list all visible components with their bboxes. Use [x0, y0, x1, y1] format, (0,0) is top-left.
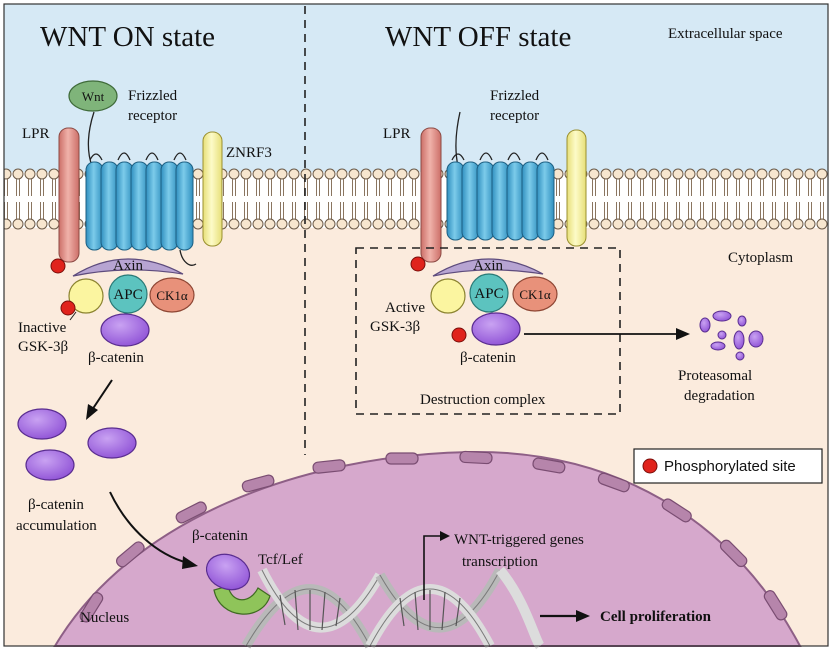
wnt-label: Wnt: [82, 89, 105, 104]
on-axin-label: Axin: [113, 258, 144, 274]
off-frizzled-loops: [451, 152, 549, 161]
legend: Phosphorylated site: [633, 448, 823, 484]
znrf3-label: ZNRF3: [226, 145, 272, 161]
proliferation-arrowhead: [576, 610, 590, 622]
on-axin: [72, 258, 184, 277]
accumulated-beta-catenin-2: [87, 427, 137, 459]
off-gsk3b: [430, 278, 466, 314]
off-lpr-label: LPR: [383, 126, 411, 142]
on-apc-label: APC: [113, 287, 142, 303]
off-znrf3: [566, 129, 587, 247]
nuclear-entry-arrow: [109, 491, 189, 564]
on-phospho-site-lpr: [50, 258, 66, 274]
off-apc: [469, 273, 509, 313]
extracellular-region: [4, 4, 828, 172]
off-ck1a: [512, 276, 558, 312]
on-gsk-label-1: Inactive: [18, 320, 67, 336]
on-frizzled-receptor: [85, 161, 194, 251]
on-frizzled-tail: [179, 249, 197, 266]
tcf-lef-label: Tcf/Lef: [258, 552, 303, 568]
wnt-ligand: [68, 80, 118, 112]
extracellular-label: Extracellular space: [668, 26, 783, 42]
on-gsk3b: [68, 278, 104, 314]
degradation-label-2: degradation: [684, 388, 755, 404]
on-state: Wnt LPR Frizzled receptor ZNRF3 Axin APC…: [16, 80, 272, 569]
off-frizzled-tether: [455, 111, 461, 167]
on-gsk-pointer: [69, 311, 77, 321]
off-beta-catenin: [471, 312, 521, 346]
on-ck1a-label: CK1α: [156, 288, 188, 303]
legend-box: [633, 448, 823, 484]
transcription-label-2: transcription: [462, 554, 538, 570]
off-axin-label: Axin: [473, 258, 504, 274]
on-gsk-label-2: GSK-3β: [18, 339, 68, 355]
accumulation-label-2: accumulation: [16, 518, 97, 534]
nucleus-content: β-catenin Tcf/Lef WNT-triggered genes tr…: [192, 528, 712, 650]
nuclear-entry-arrowhead: [182, 556, 198, 569]
on-lpr-label: LPR: [22, 126, 50, 142]
accumulated-beta-catenin-1: [17, 408, 67, 440]
on-wnt-tether: [87, 111, 95, 167]
transcription-label-1: WNT-triggered genes: [454, 532, 584, 548]
on-beta-catenin: [100, 313, 150, 347]
transcription-arrow: [423, 535, 442, 600]
on-phospho-site-gsk: [60, 300, 76, 316]
accumulation-label-1: β-catenin: [28, 497, 84, 513]
transcription-arrowhead: [440, 531, 450, 541]
on-ck1a: [149, 277, 195, 313]
on-apc: [108, 274, 148, 314]
degraded-fragments: [699, 310, 764, 361]
legend-phospho-marker: [642, 458, 658, 474]
off-gsk-label-2: GSK-3β: [370, 319, 420, 335]
nuclear-beta-catenin-label: β-catenin: [192, 528, 248, 544]
off-phospho-site-lpr: [410, 256, 426, 272]
nuclear-beta-catenin: [205, 553, 251, 591]
on-frizzled-label-1: Frizzled: [128, 88, 178, 104]
title-wnt-on: WNT ON state: [40, 21, 215, 53]
on-znrf3: [202, 131, 223, 247]
nuclear-pores: [79, 450, 788, 623]
off-gsk-label-1: Active: [385, 300, 425, 316]
on-accumulation-arrow: [91, 379, 113, 411]
on-lpr-receptor: [58, 127, 80, 263]
destruction-complex-label: Destruction complex: [420, 392, 546, 408]
off-frizzled-receptor: [446, 161, 555, 241]
off-axin: [432, 258, 544, 277]
on-frizzled-label-2: receptor: [128, 108, 177, 124]
cell-proliferation-label: Cell proliferation: [600, 609, 712, 625]
on-beta-catenin-label: β-catenin: [88, 350, 144, 366]
off-beta-catenin-label: β-catenin: [460, 350, 516, 366]
off-phospho-site-beta: [451, 327, 467, 343]
degradation-arrowhead: [676, 328, 690, 340]
off-ck1a-label: CK1α: [519, 287, 551, 302]
off-state: LPR Frizzled receptor Axin APC CK1α Acti…: [355, 88, 764, 415]
cytoplasm-label: Cytoplasm: [728, 250, 793, 266]
on-accumulation-arrowhead: [86, 404, 98, 420]
accumulated-beta-catenin-3: [25, 449, 75, 481]
off-lpr-receptor: [420, 127, 442, 263]
off-apc-label: APC: [474, 286, 503, 302]
degradation-label-1: Proteasomal: [678, 368, 752, 384]
off-frizzled-label-1: Frizzled: [490, 88, 540, 104]
destruction-complex-box: [355, 247, 621, 415]
on-frizzled-loops: [89, 152, 187, 161]
nucleus-label: Nucleus: [80, 610, 129, 626]
tcf-lef: [213, 585, 271, 615]
off-frizzled-label-2: receptor: [490, 108, 539, 124]
dna-helix: [241, 566, 545, 650]
legend-phospho-label: Phosphorylated site: [664, 458, 796, 475]
title-wnt-off: WNT OFF state: [385, 21, 571, 53]
figure-frame: [3, 3, 829, 647]
